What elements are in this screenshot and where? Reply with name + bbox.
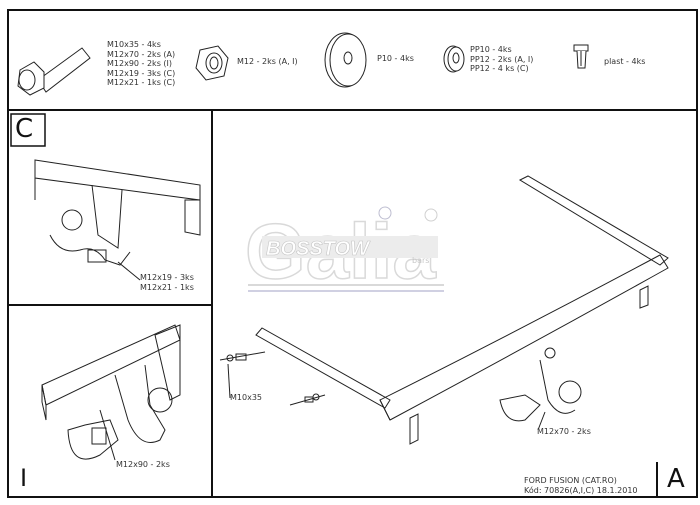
spring-washer-icon [443, 45, 465, 73]
bolt-line: M12x19 - 3ks (C) [107, 68, 176, 78]
callout: M12x21 - 1ks [140, 282, 194, 292]
bolt-list: M10x35 - 4ks M12x70 - 2ks (A) M12x90 - 2… [107, 40, 175, 88]
panel-i-drawing [41, 324, 181, 461]
c-label-box [10, 113, 46, 147]
plastic-clip-icon [573, 44, 589, 69]
panel-i-letter: I [20, 464, 28, 492]
bolt-line: M12x21 - 1ks (C) [107, 78, 176, 87]
galia-logo: Galia BOSSTOW bars [244, 206, 444, 296]
panel-c-drawing [34, 159, 201, 281]
panel-c-callouts: M12x19 - 3ks M12x21 - 1ks [140, 273, 194, 292]
product-code: Kód: 70826(A,I,C) 18.1.2010 [524, 485, 638, 495]
spring-washer-line: PP10 - 4ks [470, 45, 512, 54]
panel-c-letter: C [15, 114, 34, 144]
panel-i-callout: M12x90 - 2ks [116, 460, 170, 469]
svg-text:BOSSTOW: BOSSTOW [266, 238, 371, 260]
bolt-icon [17, 47, 91, 96]
spring-washer-list: PP10 - 4ks PP12 - 2ks (A, I) PP12 - 4 ks… [470, 45, 533, 74]
panel-a-letter: A [667, 464, 685, 494]
bolt-line: M10x35 - 4ks [107, 40, 161, 49]
bolt-line: M12x70 - 2ks (A) [107, 49, 176, 59]
spring-washer-line: PP12 - 4 ks (C) [470, 64, 529, 73]
panel-a-callout-bolt2: M12x70 - 2ks [537, 427, 591, 436]
panel-a-callout-bolt: M10x35 [230, 393, 262, 402]
callout: M12x19 - 3ks [140, 273, 194, 282]
washer-icon [324, 32, 367, 88]
spring-washer-line: PP12 - 2ks (A, I) [470, 54, 534, 64]
nut-icon [195, 45, 229, 81]
nut-label: M12 - 2ks (A, I) [237, 57, 298, 66]
title-block: FORD FUSION (CAT.RO) Kód: 70826(A,I,C) 1… [524, 476, 638, 495]
washer-label: P10 - 4ks [377, 54, 414, 63]
svg-text:bars: bars [412, 256, 429, 265]
panel-a-drawing [219, 175, 669, 445]
plastic-clip-label: plast - 4ks [604, 57, 646, 66]
bolt-line: M12x90 - 2ks (I) [107, 59, 173, 68]
outer-border [7, 9, 698, 498]
vehicle-name: FORD FUSION (CAT.RO) [524, 476, 617, 485]
